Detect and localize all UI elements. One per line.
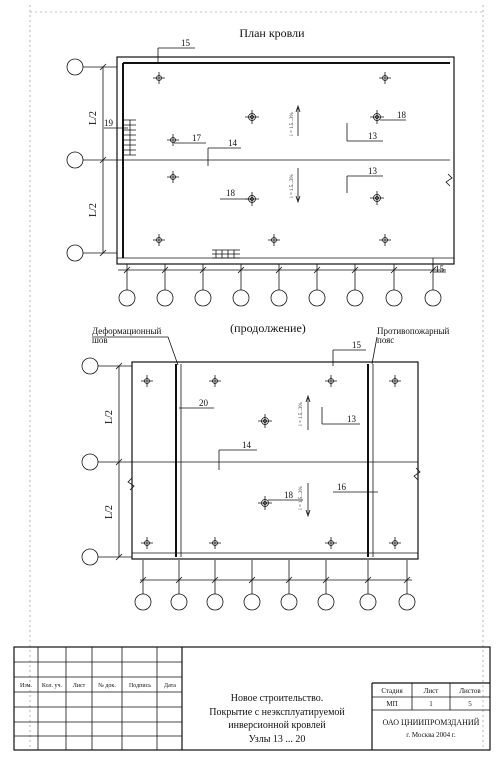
callout-19: 19 xyxy=(104,118,114,128)
callout-14: 14 xyxy=(242,440,252,450)
roof-plan-continuation: (продолжение) Деформационный шов Противо… xyxy=(81,321,449,611)
axis-bubble xyxy=(66,58,84,76)
callout-15-bottom: 15 xyxy=(435,264,445,274)
header-doc: № док. xyxy=(98,683,116,689)
sheet-header: Лист xyxy=(424,687,439,695)
expansion-joint-label-2: шов xyxy=(92,335,108,345)
sheets-value: 5 xyxy=(468,700,472,708)
slope-label: i = 1.5...3% xyxy=(290,174,295,197)
roof-plan-title: План кровли xyxy=(239,26,305,40)
roof-drains xyxy=(153,72,391,246)
header-change: Изм. xyxy=(20,683,32,689)
callout-17: 17 xyxy=(192,133,202,143)
callouts-top: 15 19 17 14 18 13 13 18 15 xyxy=(104,38,446,274)
callout-16: 16 xyxy=(337,482,347,492)
sheet-frame xyxy=(29,5,484,750)
callout-20: 20 xyxy=(199,398,209,408)
continuation-title: (продолжение) xyxy=(230,321,306,335)
callout-15: 15 xyxy=(352,340,362,350)
axis-bubble xyxy=(81,548,99,566)
callout-13-lower: 13 xyxy=(368,166,378,176)
callout-18-lower: 18 xyxy=(226,188,236,198)
sheet-value: 1 xyxy=(429,700,433,708)
header-signature: Подпись xyxy=(129,683,151,689)
roof-plan-top: План кровли L/2 L/2 xyxy=(66,26,455,307)
dim-label-lower: L/2 xyxy=(88,203,99,217)
dim-label-upper: L/2 xyxy=(88,111,99,125)
fire-belt-label-1: Противопожарный xyxy=(377,326,449,336)
roof-outline xyxy=(116,56,455,265)
header-date: Дата xyxy=(164,683,176,689)
axis-bubble xyxy=(66,244,84,262)
callout-18: 18 xyxy=(284,490,294,500)
callout-14: 14 xyxy=(228,138,238,148)
header-sheet: Лист xyxy=(73,683,86,689)
callout-18-upper: 18 xyxy=(397,110,407,120)
callouts-bottom: 15 20 13 14 18 16 xyxy=(179,340,378,501)
description-line-1: Новое строительство. xyxy=(231,693,324,704)
stage-value: МП xyxy=(386,700,397,708)
slope-arrows: i = 1.5...3% i = 1.5...3% xyxy=(290,104,301,204)
roof-drains-2 xyxy=(141,375,401,549)
dim-label-upper-2: L/2 xyxy=(104,410,115,424)
description-line-3: инверсионной кровлей xyxy=(228,720,326,731)
slope-label: i = 1.5...3% xyxy=(290,112,295,135)
slope-label: i = 1.5...3% xyxy=(299,486,304,509)
sheets-header: Листов xyxy=(459,687,481,695)
description-line-2: Покрытие с неэксплуатируемой xyxy=(209,707,345,718)
callout-13: 13 xyxy=(347,414,357,424)
bottom-axis-bubbles xyxy=(118,264,446,307)
expansion-joint-label-1: Деформационный xyxy=(92,326,161,336)
axis-bubble xyxy=(66,151,84,169)
slope-label: i = 1.5...3% xyxy=(299,402,304,425)
org-city: г. Москва 2004 г. xyxy=(406,731,456,739)
header-count: Кол. уч. xyxy=(42,683,63,689)
title-block: Изм. Кол. уч. Лист № док. Подпись Дата Н… xyxy=(13,646,491,751)
hatch-19 xyxy=(124,119,136,156)
bottom-axis-bubbles-2 xyxy=(134,560,416,611)
axis-bubble xyxy=(81,357,99,375)
fire-belt-label-2: пояс xyxy=(377,335,394,345)
callout-15: 15 xyxy=(181,38,191,48)
slope-arrows-2: i = 1.5...3% i = 1.5...3% xyxy=(299,394,311,518)
dim-label-lower-2: L/2 xyxy=(104,505,115,519)
org-name: ОАО ЦНИИПРОМЗДАНИЙ xyxy=(383,718,480,727)
description-line-4: Узлы 13 ... 20 xyxy=(249,734,306,745)
stage-header: Стадия xyxy=(381,687,403,695)
callout-13-upper: 13 xyxy=(368,131,378,141)
axis-bubble xyxy=(81,453,99,471)
hatch-bottom xyxy=(212,249,240,259)
roof-outline-2 xyxy=(131,361,419,560)
